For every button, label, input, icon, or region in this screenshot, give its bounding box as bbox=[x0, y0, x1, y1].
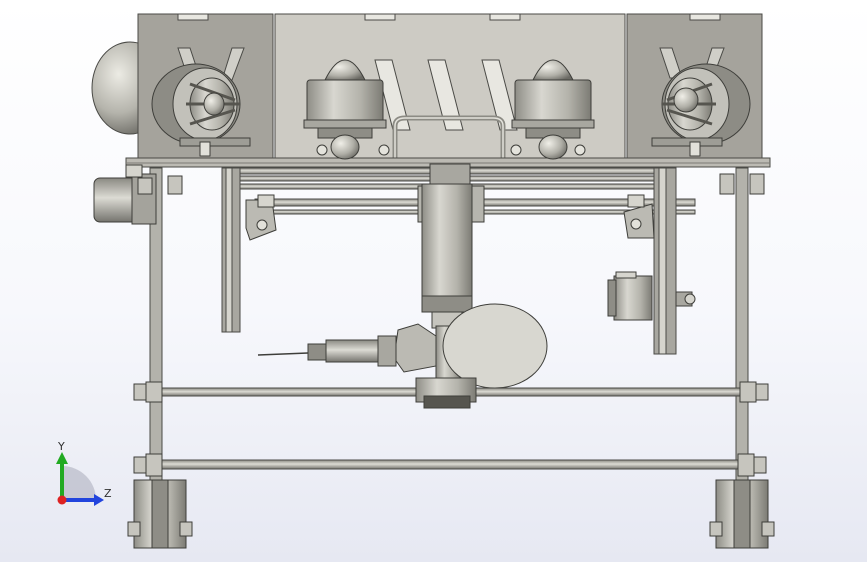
stepper-motor-right bbox=[607, 271, 696, 321]
vertical-thruster-left bbox=[303, 59, 390, 160]
rod-collars bbox=[133, 173, 769, 477]
wheel-right bbox=[709, 479, 775, 549]
vertical-extrusions bbox=[149, 167, 749, 549]
side-brackets bbox=[245, 194, 655, 241]
triad-y-label: Y bbox=[58, 440, 65, 453]
triad-origin-x-axis bbox=[57, 495, 67, 505]
triad-z-label: Z bbox=[104, 487, 112, 500]
actuator-foot bbox=[415, 377, 477, 409]
side-thruster-right bbox=[651, 63, 751, 157]
coordinate-triad bbox=[56, 452, 104, 506]
wheel-left bbox=[127, 479, 193, 549]
side-thruster-left bbox=[151, 63, 251, 157]
drive-motor-left bbox=[93, 164, 157, 225]
vertical-thruster-right bbox=[510, 59, 595, 160]
cutter-disc bbox=[393, 303, 548, 389]
triad-quadrant bbox=[62, 466, 96, 500]
probe-tool bbox=[257, 335, 397, 367]
